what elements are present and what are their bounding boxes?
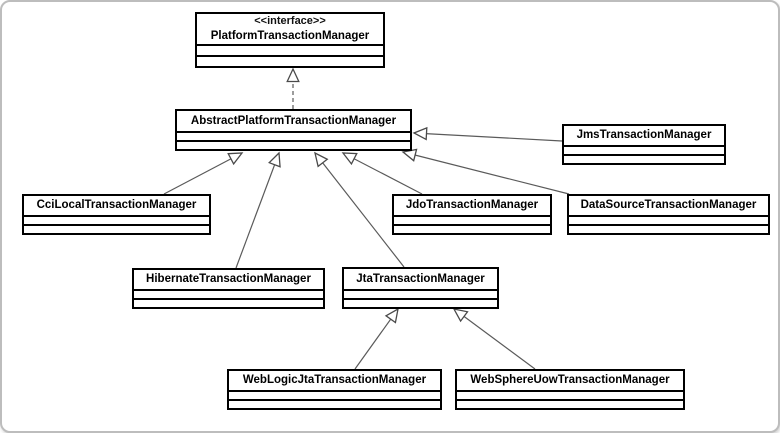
attributes-compartment (197, 44, 383, 55)
class-title: CciLocalTransactionManager (24, 196, 209, 215)
class-name: JdoTransactionManager (405, 199, 539, 212)
attributes-compartment (564, 145, 724, 154)
operations-compartment (197, 55, 383, 66)
class-box-jta-transaction-manager[interactable]: JtaTransactionManager (342, 267, 499, 309)
class-name: AbstractPlatformTransactionManager (190, 114, 397, 127)
class-name: PlatformTransactionManager (210, 29, 370, 42)
connector-jdo-extends-abstract[interactable] (341, 152, 423, 195)
attributes-compartment (394, 215, 550, 224)
connector-jms-extends-abstract[interactable] (412, 126, 563, 142)
attributes-compartment (177, 131, 410, 140)
class-title: DataSourceTransactionManager (569, 196, 768, 215)
operations-compartment (24, 224, 209, 233)
connector-datasource-extends-abstract[interactable] (401, 148, 570, 195)
attributes-compartment (569, 215, 768, 224)
connector-ccilocal-extends-abstract[interactable] (163, 152, 244, 195)
class-title: JdoTransactionManager (394, 196, 550, 215)
class-name: WebSphereUowTransactionManager (470, 374, 670, 387)
class-name: HibernateTransactionManager (146, 273, 311, 286)
class-box-jdo-transaction-manager[interactable]: JdoTransactionManager (392, 194, 552, 235)
class-title: HibernateTransactionManager (134, 270, 323, 289)
connector-jta-extends-abstract[interactable] (314, 151, 405, 268)
connector-hibernate-extends-abstract[interactable] (235, 151, 281, 269)
class-title: WebSphereUowTransactionManager (457, 371, 683, 390)
class-box-abstract-platform-transaction-manager[interactable]: AbstractPlatformTransactionManager (175, 109, 412, 151)
class-title: <<interface>> PlatformTransactionManager (197, 14, 383, 44)
operations-compartment (569, 224, 768, 233)
attributes-compartment (457, 390, 683, 399)
class-box-data-source-transaction-manager[interactable]: DataSourceTransactionManager (567, 194, 770, 235)
class-name: DataSourceTransactionManager (580, 199, 757, 212)
operations-compartment (177, 140, 410, 149)
class-title: AbstractPlatformTransactionManager (177, 111, 410, 131)
operations-compartment (457, 399, 683, 408)
operations-compartment (394, 224, 550, 233)
operations-compartment (344, 298, 497, 307)
stereotype-label: <<interface>> (254, 14, 326, 27)
class-name: JmsTransactionManager (576, 129, 712, 142)
attributes-compartment (229, 390, 440, 399)
class-title: JtaTransactionManager (344, 269, 497, 289)
operations-compartment (229, 399, 440, 408)
attributes-compartment (134, 289, 323, 298)
class-title: JmsTransactionManager (564, 126, 724, 145)
class-box-websphere-uow-transaction-manager[interactable]: WebSphereUowTransactionManager (455, 369, 685, 410)
operations-compartment (564, 154, 724, 163)
attributes-compartment (344, 289, 497, 298)
class-name: WebLogicJtaTransactionManager (242, 374, 427, 387)
class-box-cci-local-transaction-manager[interactable]: CciLocalTransactionManager (22, 194, 211, 235)
attributes-compartment (24, 215, 209, 224)
class-box-jms-transaction-manager[interactable]: JmsTransactionManager (562, 124, 726, 165)
class-title: WebLogicJtaTransactionManager (229, 371, 440, 390)
class-name: JtaTransactionManager (356, 272, 485, 285)
connector-weblogic-extends-jta[interactable] (354, 307, 399, 370)
class-box-weblogic-jta-transaction-manager[interactable]: WebLogicJtaTransactionManager (227, 369, 442, 410)
class-name: CciLocalTransactionManager (36, 199, 197, 212)
class-box-hibernate-transaction-manager[interactable]: HibernateTransactionManager (132, 268, 325, 309)
connector-websphere-extends-jta[interactable] (452, 308, 536, 370)
class-box-platform-transaction-manager[interactable]: <<interface>> PlatformTransactionManager (195, 12, 385, 68)
operations-compartment (134, 298, 323, 307)
